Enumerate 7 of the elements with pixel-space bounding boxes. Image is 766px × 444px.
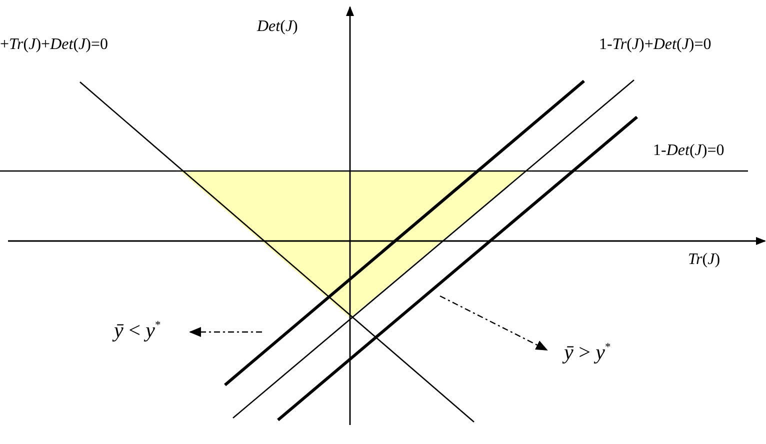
condition-label: ȳ > y$^{*}$ bbox=[564, 340, 611, 364]
axis-label: Tr(J) bbox=[688, 251, 720, 270]
equation-label: 1-Tr(J)+Det(J)=0 bbox=[599, 36, 712, 54]
equation-label: 1-Det(J)=0 bbox=[653, 142, 724, 160]
axis-label: Det(J) bbox=[257, 18, 298, 36]
equation-label: +Tr(J)+Det(J)=0 bbox=[0, 36, 108, 54]
condition-label: ȳ < y$^{*}$ bbox=[114, 318, 161, 342]
